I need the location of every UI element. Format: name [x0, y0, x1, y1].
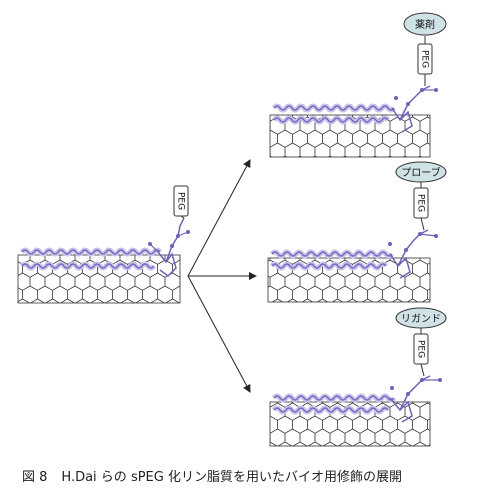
peg-label: PEG — [416, 340, 426, 358]
peg-box-top: PEG — [417, 36, 433, 86]
peg-box-bottom: PEG — [413, 328, 429, 377]
arrow-top — [187, 159, 251, 277]
peg-box-middle: PEG — [413, 182, 429, 231]
tube-top: PEG 薬剤 — [269, 12, 447, 158]
peg-label: PEG — [176, 192, 186, 210]
tube-left: PEG — [17, 185, 190, 304]
lipid-chain-left — [20, 217, 190, 277]
label-probe-text: プローブ — [401, 166, 440, 179]
label-ligand: リガンド — [395, 307, 447, 329]
label-probe: プローブ — [395, 161, 447, 183]
tube-middle: PEG プローブ — [267, 161, 447, 303]
figure-caption: 図 8 H.Dai らの sPEG 化リン脂質を用いたバイオ用修飾の展開 — [22, 466, 402, 485]
peg-label: PEG — [420, 50, 430, 68]
peg-box-left: PEG — [173, 185, 189, 219]
label-drug-text: 薬剤 — [415, 18, 435, 31]
tube-bottom: PEG リガンド — [269, 307, 447, 447]
arrows — [187, 159, 257, 393]
figure-caption-text: H.Dai らの sPEG 化リン脂質を用いたバイオ用修飾の展開 — [61, 470, 402, 485]
figure-number: 図 8 — [22, 470, 48, 485]
arrow-bottom — [187, 275, 251, 393]
label-drug: 薬剤 — [403, 12, 447, 36]
peg-label: PEG — [416, 194, 426, 212]
label-ligand-text: リガンド — [401, 313, 441, 325]
